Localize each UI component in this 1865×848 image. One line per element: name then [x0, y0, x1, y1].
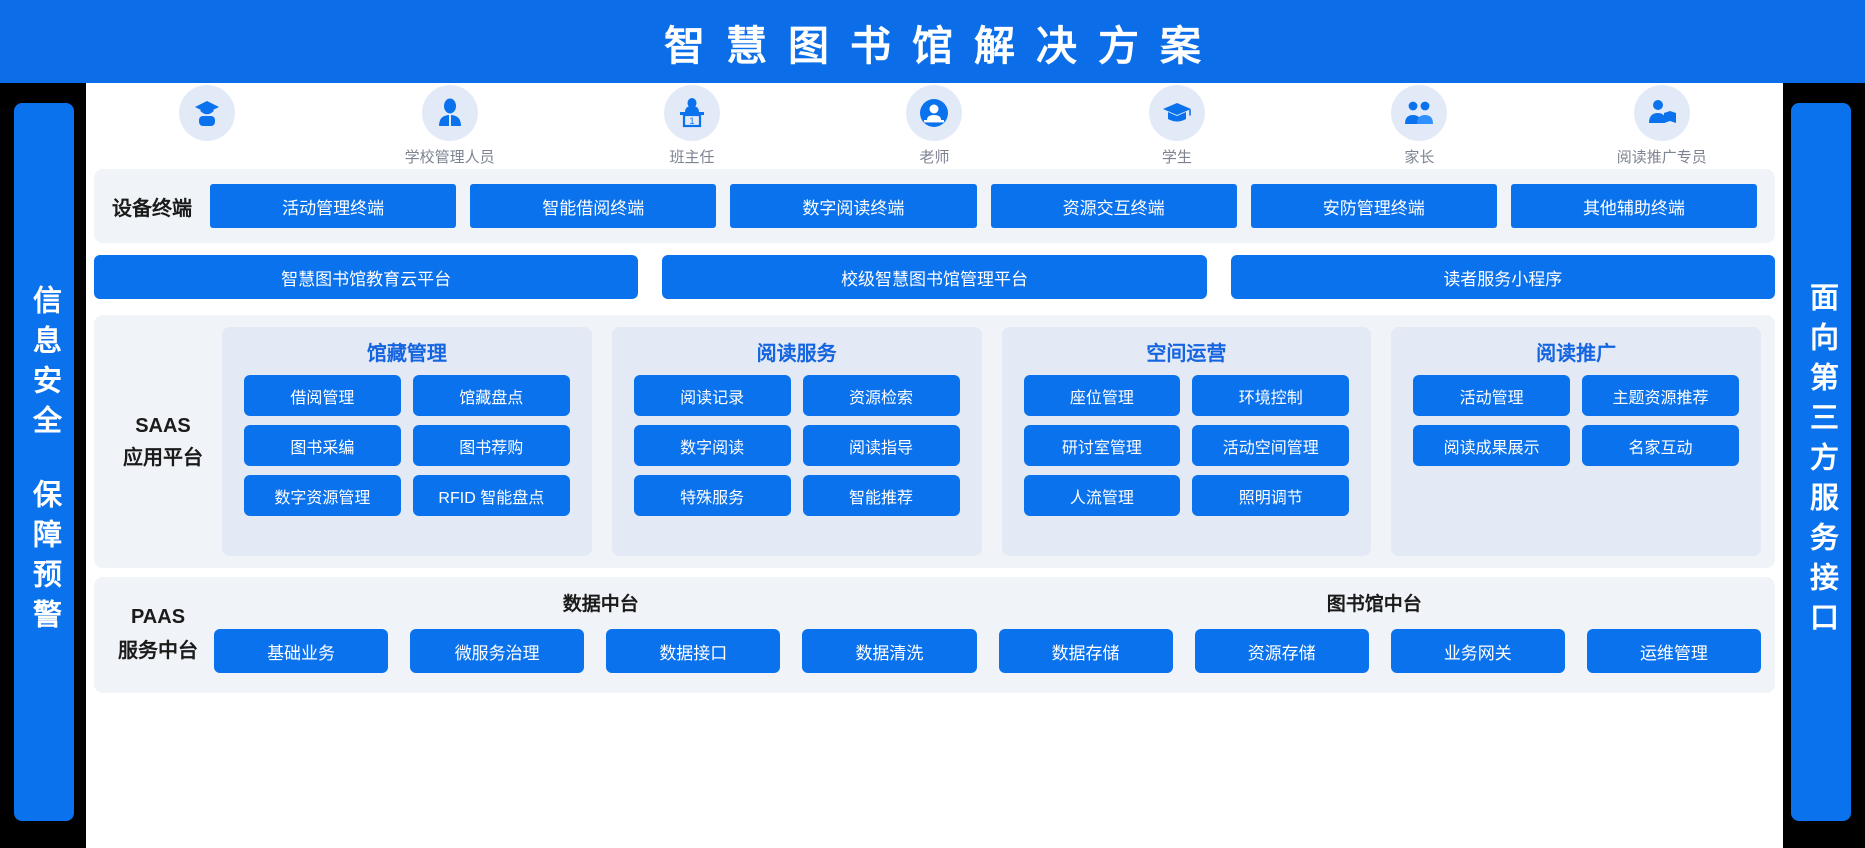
paas-label: PAAS 服务中台 — [102, 600, 214, 668]
paas-chip[interactable]: 数据清洗 — [802, 629, 977, 673]
device-chip[interactable]: 活动管理终端 — [210, 184, 457, 228]
saas-chip[interactable]: 阅读成果展示 — [1413, 425, 1571, 466]
reading-promoter-icon — [1633, 85, 1690, 141]
paas-heading: 图书馆中台 — [1326, 593, 1422, 615]
paas-chip[interactable]: 数据存储 — [998, 629, 1173, 673]
saas-column-title: 阅读服务 — [756, 343, 837, 365]
platform-row: 智慧图书馆教育云平台 校级智慧图书馆管理平台 读者服务小程序 — [94, 255, 1775, 299]
role-label: 老师 — [919, 149, 950, 166]
saas-chip[interactable]: 人流管理 — [1023, 475, 1181, 516]
paas-label-line2: 服务中台 — [118, 640, 198, 662]
title-banner: 智慧图书馆解决方案 — [0, 0, 1865, 83]
saas-column-items: 借阅管理 馆藏盘点 图书采编 图书荐购 数字资源管理 RFID 智能盘点 — [244, 375, 570, 516]
role-item[interactable]: 学校管理人员 — [328, 83, 570, 167]
platform-bar[interactable]: 智慧图书馆教育云平台 — [94, 255, 639, 299]
saas-chip[interactable]: 环境控制 — [1192, 375, 1350, 416]
roles-row: 学校管理人员 1 班主任 — [86, 83, 1783, 169]
graduation-cap-icon — [1148, 85, 1205, 141]
role-item[interactable]: 学生 — [1056, 83, 1298, 167]
saas-chip[interactable]: 图书荐购 — [412, 425, 570, 466]
platform-bar[interactable]: 校级智慧图书馆管理平台 — [662, 255, 1207, 299]
sidebar-third-party-interface: 面向第三方服务接口 — [1791, 103, 1851, 821]
role-item[interactable]: 1 班主任 — [571, 83, 813, 167]
saas-chip[interactable]: 照明调节 — [1192, 475, 1350, 516]
saas-column-title: 阅读推广 — [1536, 343, 1617, 365]
sidebar-right-line1: 面向第三方服务接口 — [1805, 282, 1838, 642]
saas-column-reading-promotion: 阅读推广 活动管理 主题资源推荐 阅读成果展示 名家互动 — [1391, 327, 1761, 556]
paas-label-line1: PAAS — [130, 606, 186, 628]
saas-chip[interactable]: 资源检索 — [802, 375, 960, 416]
saas-chip[interactable]: 阅读指导 — [802, 425, 960, 466]
saas-column-reading-service: 阅读服务 阅读记录 资源检索 数字阅读 阅读指导 特殊服务 智能推荐 — [611, 327, 982, 556]
role-label: 家长 — [1404, 149, 1435, 166]
saas-chip[interactable]: 智能推荐 — [802, 475, 960, 516]
teacher-podium-icon: 1 — [664, 85, 721, 141]
saas-chip[interactable]: 数字阅读 — [633, 425, 791, 466]
saas-chip[interactable]: 活动空间管理 — [1192, 425, 1350, 466]
saas-chip[interactable]: 馆藏盘点 — [412, 375, 570, 416]
saas-label: SAAS 应用平台 — [104, 410, 222, 474]
saas-column-items: 阅读记录 资源检索 数字阅读 阅读指导 特殊服务 智能推荐 — [633, 375, 960, 516]
sidebar-information-security: 信息安全 保障预警 — [14, 103, 74, 821]
paas-chip[interactable]: 微服务治理 — [410, 629, 585, 673]
role-label: 学校管理人员 — [404, 149, 495, 166]
paas-chip[interactable]: 数据接口 — [606, 629, 781, 673]
saas-chip[interactable]: 图书采编 — [244, 425, 401, 466]
paas-chip-row: 基础业务 微服务治理 数据接口 数据清洗 数据存储 资源存储 业务网关 运维管理 — [214, 619, 1761, 683]
role-item[interactable]: 老师 — [813, 83, 1055, 167]
role-item[interactable] — [86, 83, 328, 146]
saas-chip[interactable]: 阅读记录 — [633, 375, 791, 416]
page-title: 智慧图书馆解决方案 — [664, 22, 1222, 69]
saas-section: SAAS 应用平台 馆藏管理 借阅管理 馆藏盘点 图书采编 图书荐购 数字资源管… — [94, 315, 1775, 568]
saas-columns: 馆藏管理 借阅管理 馆藏盘点 图书采编 图书荐购 数字资源管理 RFID 智能盘… — [222, 327, 1761, 556]
admin-person-icon — [421, 85, 478, 141]
saas-chip[interactable]: 研讨室管理 — [1023, 425, 1181, 466]
role-item[interactable]: 家长 — [1298, 83, 1540, 167]
paas-chip[interactable]: 业务网关 — [1390, 629, 1565, 673]
role-item[interactable]: 阅读推广专员 — [1541, 83, 1783, 167]
saas-column-collection: 馆藏管理 借阅管理 馆藏盘点 图书采编 图书荐购 数字资源管理 RFID 智能盘… — [222, 327, 592, 556]
paas-chip[interactable]: 基础业务 — [214, 629, 389, 673]
saas-column-items: 座位管理 环境控制 研讨室管理 活动空间管理 人流管理 照明调节 — [1023, 375, 1350, 516]
graduate-person-icon — [179, 85, 236, 141]
paas-chip[interactable]: 资源存储 — [1194, 629, 1369, 673]
saas-column-space-operation: 空间运营 座位管理 环境控制 研讨室管理 活动空间管理 人流管理 照明调节 — [1001, 327, 1372, 556]
sidebar-left-line2: 保障预警 — [28, 479, 61, 639]
parents-icon — [1391, 85, 1448, 141]
saas-chip[interactable]: 座位管理 — [1023, 375, 1181, 416]
saas-chip[interactable]: RFID 智能盘点 — [412, 475, 570, 516]
role-label: 班主任 — [669, 149, 715, 166]
teacher-avatar-icon — [906, 85, 963, 141]
paas-chip[interactable]: 运维管理 — [1586, 629, 1761, 673]
platform-bar[interactable]: 读者服务小程序 — [1230, 255, 1775, 299]
saas-chip[interactable]: 数字资源管理 — [244, 475, 401, 516]
paas-heading: 数据中台 — [562, 593, 639, 615]
saas-column-items: 活动管理 主题资源推荐 阅读成果展示 名家互动 — [1413, 375, 1739, 466]
paas-headings: 数据中台 图书馆中台 — [214, 585, 1761, 619]
saas-column-title: 空间运营 — [1146, 343, 1227, 365]
saas-label-line1: SAAS — [135, 414, 191, 437]
saas-chip[interactable]: 借阅管理 — [244, 375, 401, 416]
device-terminal-label: 设备终端 — [112, 197, 192, 220]
paas-body: 数据中台 图书馆中台 基础业务 微服务治理 数据接口 数据清洗 数据存储 资源存… — [214, 585, 1761, 683]
device-chip[interactable]: 资源交互终端 — [990, 184, 1237, 228]
svg-text:1: 1 — [690, 116, 695, 126]
device-chip[interactable]: 智能借阅终端 — [470, 184, 717, 228]
saas-chip[interactable]: 活动管理 — [1413, 375, 1571, 416]
device-chip[interactable]: 安防管理终端 — [1250, 184, 1497, 228]
saas-chip[interactable]: 名家互动 — [1582, 425, 1739, 466]
main-board: 学校管理人员 1 班主任 — [86, 83, 1783, 848]
saas-label-line2: 应用平台 — [123, 446, 203, 469]
saas-chip[interactable]: 主题资源推荐 — [1582, 375, 1739, 416]
device-chip[interactable]: 数字阅读终端 — [730, 184, 977, 228]
device-chip[interactable]: 其他辅助终端 — [1510, 184, 1758, 228]
saas-chip[interactable]: 特殊服务 — [633, 475, 791, 516]
sidebar-left-line1: 信息安全 — [28, 285, 61, 445]
device-terminal-row: 设备终端 活动管理终端 智能借阅终端 数字阅读终端 资源交互终端 安防管理终端 … — [94, 169, 1775, 243]
role-label: 阅读推广专员 — [1616, 149, 1707, 166]
role-label: 学生 — [1161, 149, 1192, 166]
saas-column-title: 馆藏管理 — [366, 343, 447, 365]
paas-section: PAAS 服务中台 数据中台 图书馆中台 基础业务 微服务治理 数据接口 数据清… — [94, 577, 1775, 693]
